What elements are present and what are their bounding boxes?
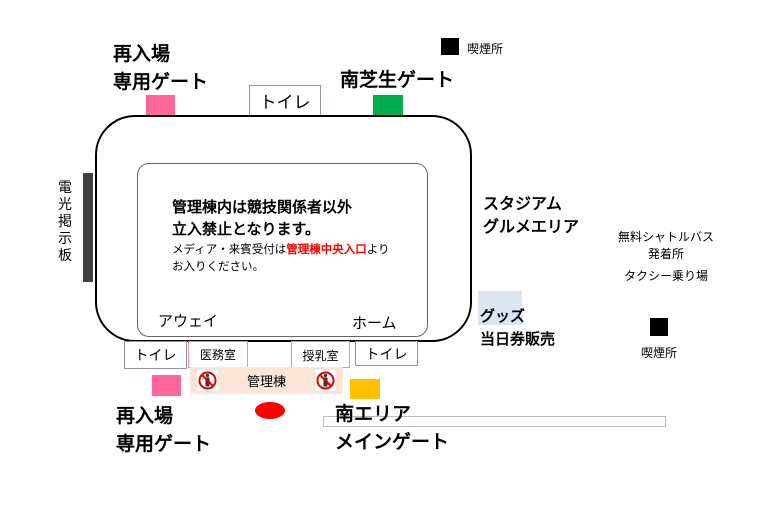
main-gate-label: メインゲート [335, 431, 450, 453]
main-gate-marker [350, 379, 380, 399]
notice-line-3-prefix: メディア・来賓受付は [172, 242, 287, 256]
smoking-area-right-label: 喫煙所 [641, 346, 678, 360]
pitch [137, 163, 428, 337]
ticket-sales-label: 当日券販売 [480, 330, 556, 348]
nursing-room: 授乳室 [291, 341, 350, 368]
stadium-gourmet-label-1: スタジアム [483, 194, 562, 213]
shuttle-bus-label-1: 無料シャトルバス [617, 230, 714, 244]
nursing-room-label: 授乳室 [302, 349, 339, 363]
reentry-gate-top-label-2: 専用ゲート [113, 71, 209, 93]
central-entrance-marker [255, 402, 285, 419]
walkway [323, 416, 666, 427]
notice-highlight: 管理棟中央入口 [286, 242, 367, 256]
smoking-area-right-marker [650, 318, 668, 336]
toilet-top: トイレ [249, 85, 321, 116]
notice-line-3: メディア・来賓受付は管理棟中央入口より [172, 241, 389, 257]
toilet-bottom-left: トイレ [124, 341, 187, 369]
notice-line-2: 立入禁止となります。 [172, 220, 321, 238]
stadium-outline [95, 115, 472, 342]
toilet-bottom-left-label: トイレ [134, 348, 177, 364]
scoreboard-label: 電光掲示板 [58, 180, 72, 264]
away-label: アウェイ [158, 312, 219, 330]
medical-room: 医務室 [188, 341, 248, 368]
south-lawn-gate-label: 南芝生ゲート [340, 69, 455, 91]
home-label: ホーム [352, 314, 397, 332]
reentry-gate-top-marker [146, 95, 175, 115]
admin-building-label: 管理棟 [246, 375, 286, 390]
toilet-top-label: トイレ [259, 93, 311, 113]
goods-label: グッズ [480, 307, 526, 325]
no-entry-left-icon [197, 370, 218, 391]
reentry-gate-bottom-marker [152, 375, 181, 396]
south-lawn-gate-marker [373, 95, 403, 115]
smoking-area-top-label: 喫煙所 [467, 42, 504, 56]
notice-line-4: お入りください。 [172, 259, 264, 273]
smoking-area-top-marker [441, 38, 459, 55]
stadium-gourmet-label-2: グルメエリア [483, 217, 580, 236]
toilet-bottom-right-label: トイレ [365, 346, 408, 363]
south-area-label: 南エリア [335, 403, 412, 425]
reentry-gate-bottom-label-1: 再入場 [116, 405, 174, 427]
no-entry-right-icon [315, 370, 336, 391]
goods-marker [478, 291, 522, 325]
scoreboard-marker [83, 173, 93, 282]
reentry-gate-top-label-1: 再入場 [113, 43, 171, 65]
reentry-gate-bottom-label-2: 専用ゲート [116, 433, 212, 455]
medical-room-label: 医務室 [199, 348, 236, 362]
shuttle-bus-label-2: 発着所 [647, 247, 684, 261]
notice-line-3-suffix: より [366, 242, 390, 256]
notice-line-1: 管理棟内は競技関係者以外 [172, 198, 353, 216]
toilet-bottom-right: トイレ [355, 341, 418, 366]
taxi-label: タクシー乗り場 [623, 269, 708, 283]
